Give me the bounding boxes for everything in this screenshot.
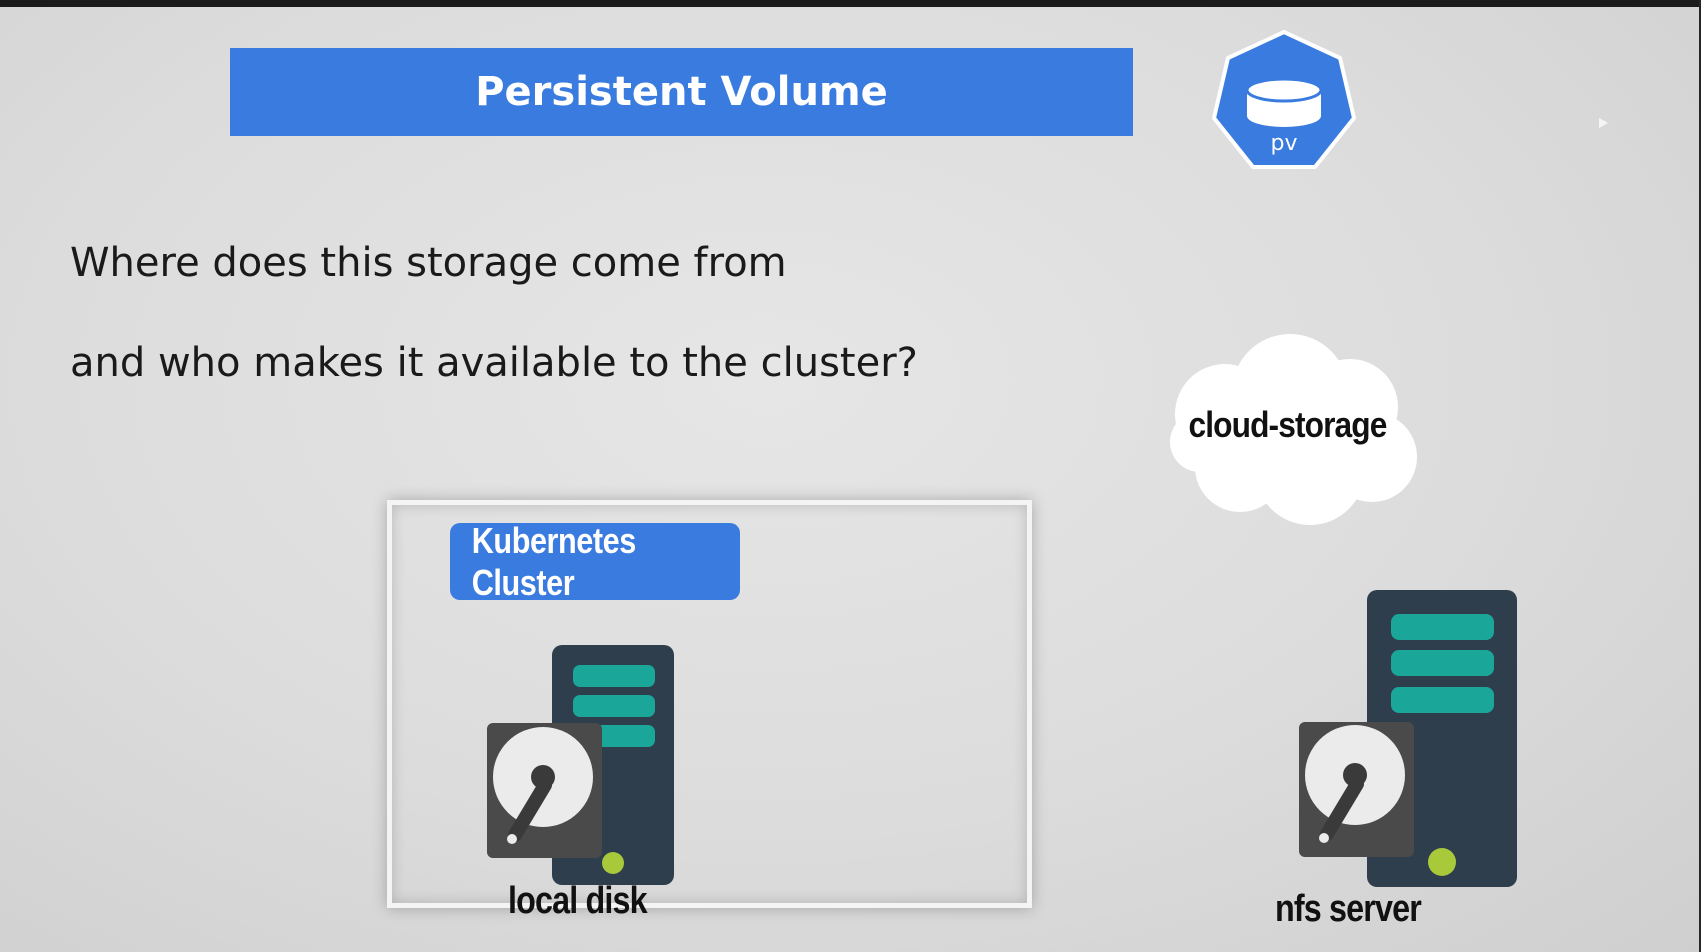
question-line-1: Where does this storage come from (70, 240, 787, 286)
local-disk-label: local disk (508, 880, 648, 922)
question-line-2: and who makes it available to the cluste… (70, 340, 918, 386)
slide-title: Persistent Volume (475, 69, 888, 115)
play-icon[interactable] (1596, 116, 1610, 130)
hard-disk-icon (1299, 722, 1414, 857)
kubernetes-cluster-label: Kubernetes Cluster (471, 519, 637, 603)
slide-title-banner: Persistent Volume (230, 48, 1133, 136)
right-edge-strip (1699, 0, 1701, 952)
pv-heptagon-icon: pv (1212, 30, 1356, 169)
pv-badge-label: pv (1271, 131, 1298, 156)
cloud-storage-label: cloud-storage (1188, 404, 1387, 445)
database-cylinder-icon (1245, 77, 1323, 127)
nfs-server-icon (1299, 590, 1517, 887)
kubernetes-cluster-badge: Kubernetes Cluster (450, 520, 740, 603)
local-disk-server-icon (487, 645, 674, 885)
cloud-icon (1170, 334, 1417, 525)
hard-disk-icon (487, 723, 602, 858)
kubernetes-cluster-frame (387, 500, 1032, 908)
video-top-bar (0, 0, 1701, 7)
nfs-server-label: nfs server (1275, 888, 1422, 930)
